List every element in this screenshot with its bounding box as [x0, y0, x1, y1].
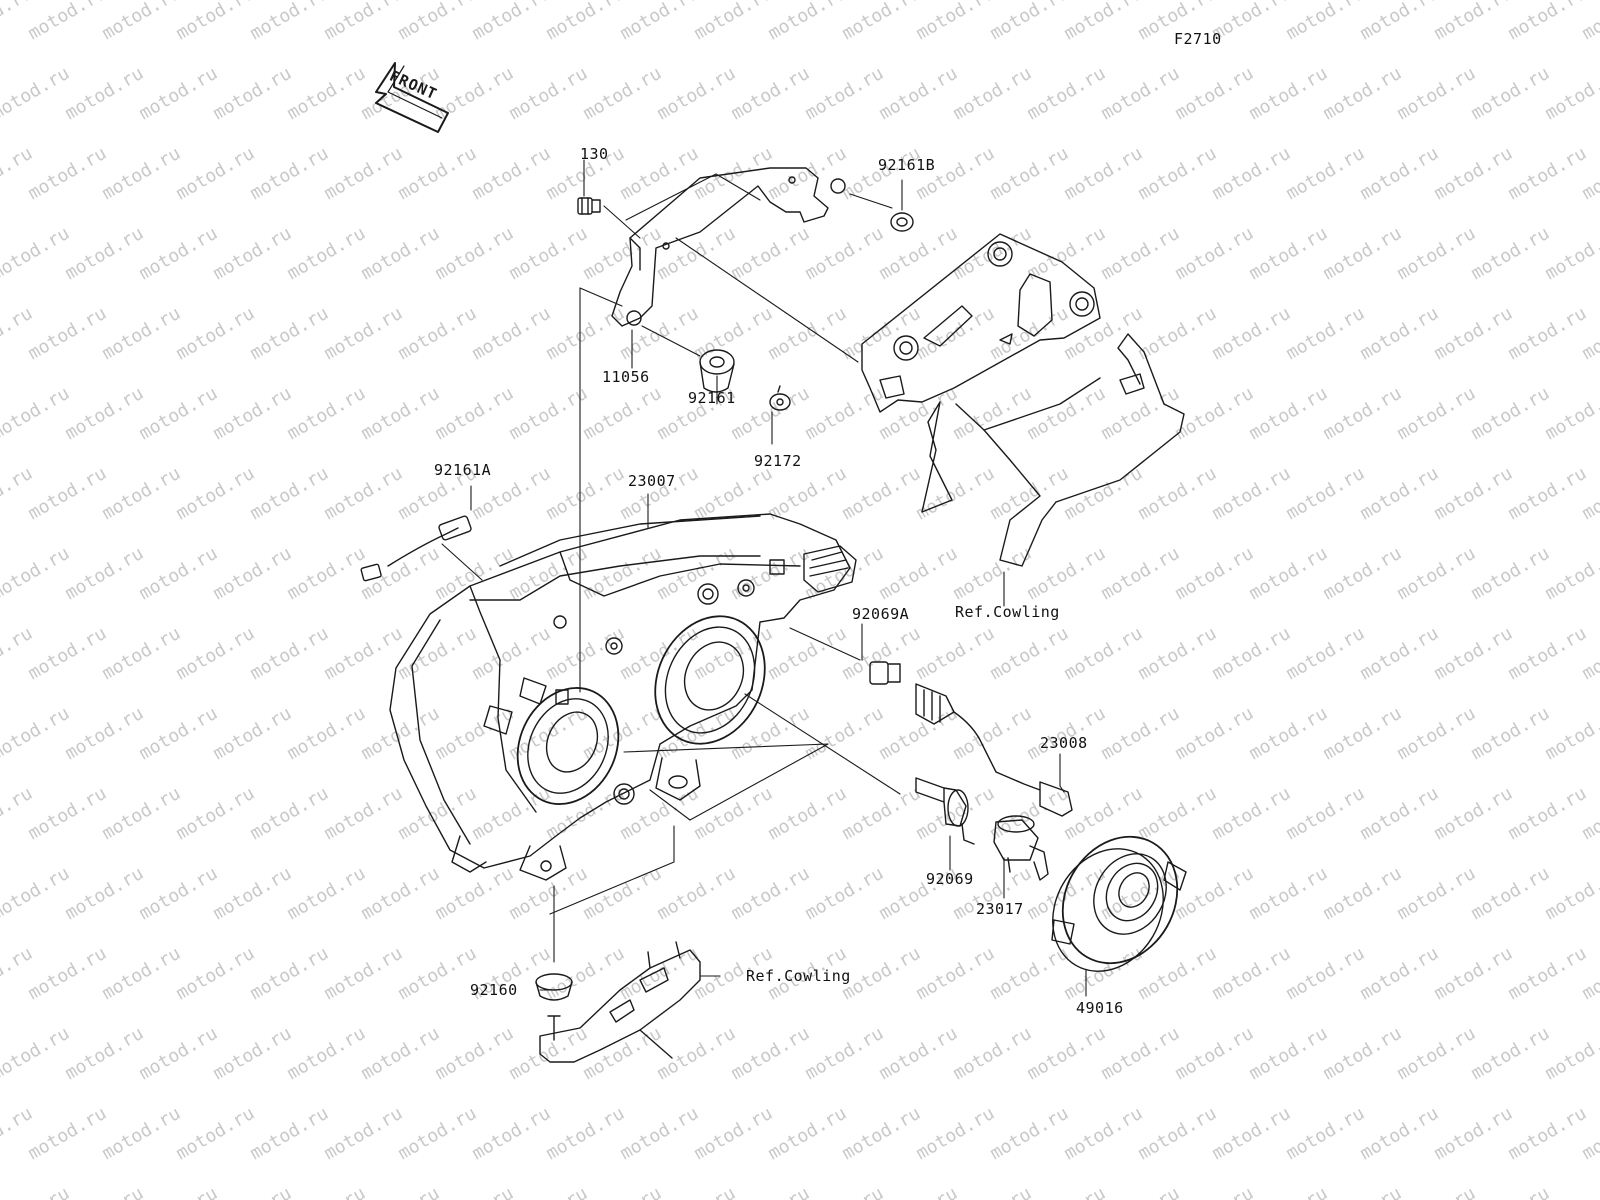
damper-92161 — [699, 349, 735, 393]
part-label-23007: 23007 — [628, 472, 676, 490]
grommet-92160 — [535, 973, 573, 1001]
bolt-130 — [577, 197, 601, 215]
cowling-stay-upper — [861, 233, 1185, 567]
part-label-49016: 49016 — [1076, 999, 1124, 1017]
part-label-92069a: 92069A — [852, 605, 910, 623]
reference-label-upper: Ref.Cowling — [955, 603, 1060, 621]
reference-label-lower: Ref.Cowling — [746, 967, 851, 985]
part-label-92161a: 92161A — [434, 461, 492, 479]
part-label-130: 130 — [580, 145, 609, 163]
part-label-92069: 92069 — [926, 870, 974, 888]
grommet-92161b — [890, 212, 914, 232]
bulb-92069a — [869, 661, 901, 685]
front-arrow-icon: FRONT — [375, 62, 449, 133]
part-label-92161: 92161 — [688, 389, 736, 407]
part-label-23008: 23008 — [1040, 734, 1088, 752]
part-label-92160: 92160 — [470, 981, 518, 999]
leader-lines — [441, 159, 1087, 997]
upper-stay-bracket — [611, 167, 846, 327]
figure-code: F2710 — [1174, 30, 1222, 48]
dust-cover-49016 — [1051, 835, 1187, 972]
cowling-stay-lower — [539, 941, 701, 1063]
socket-23017 — [993, 815, 1049, 881]
clip-92172 — [769, 385, 791, 411]
part-label-92172: 92172 — [754, 452, 802, 470]
part-label-92161b: 92161B — [878, 156, 936, 174]
bulb-92069 — [915, 777, 975, 845]
harness-92161a — [360, 515, 472, 582]
part-label-23017: 23017 — [976, 900, 1024, 918]
headlight-assembly-23007 — [389, 513, 857, 881]
socket-23008 — [915, 683, 1073, 817]
front-arrow-label: FRONT — [387, 67, 440, 104]
part-label-11056: 11056 — [602, 368, 650, 386]
